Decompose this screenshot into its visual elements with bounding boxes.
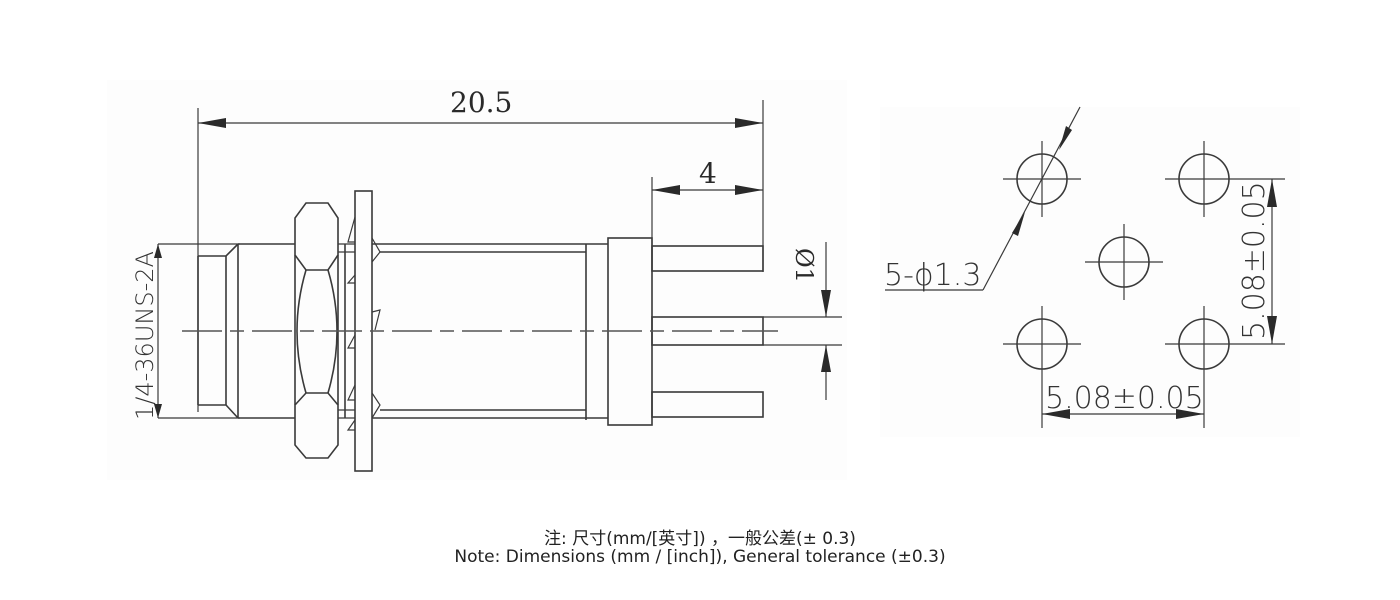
dimension-pin-diameter: Ø1	[763, 242, 842, 400]
thread-spec-label: 1/4-36UNS-2A	[131, 251, 159, 420]
horizontal-pitch-label: 5.08±0.05	[1045, 381, 1204, 416]
connector-rear-body	[372, 237, 653, 426]
hole-callout-label: 5-ϕ1.3	[884, 258, 981, 293]
dimension-vertical-pitch: 5.08±0.05	[1237, 179, 1277, 344]
dimension-pin-length: 4	[651, 157, 763, 245]
dimension-horizontal-pitch: 5.08±0.05	[1042, 381, 1204, 419]
pcb-footprint: 5-ϕ1.3 5.08±0.05 5.08±0.05	[884, 106, 1285, 428]
side-view-panel	[107, 80, 847, 480]
dimension-overall-length: 20.5	[197, 86, 764, 412]
hole-callout: 5-ϕ1.3	[884, 106, 1081, 293]
note-chinese: 注: 尺寸(mm/[英寸]) ，一般公差(± 0.3)	[544, 529, 856, 549]
note-english: Note: Dimensions (mm / [inch]), General …	[454, 547, 946, 567]
pin-diameter-label: Ø1	[790, 248, 818, 283]
side-view: 20.5 4 1/4-36UNS-2A	[131, 86, 842, 472]
hole-bottom-right	[1165, 306, 1285, 428]
overall-length-label: 20.5	[450, 86, 512, 119]
hole-bottom-left	[1003, 306, 1081, 428]
footprint-panel	[880, 107, 1300, 437]
hole-top-right	[1165, 141, 1285, 217]
pin-length-label: 4	[699, 157, 717, 190]
vertical-pitch-label: 5.08±0.05	[1237, 181, 1272, 340]
hole-center	[1085, 224, 1163, 300]
dimension-thread: 1/4-36UNS-2A	[131, 243, 240, 420]
